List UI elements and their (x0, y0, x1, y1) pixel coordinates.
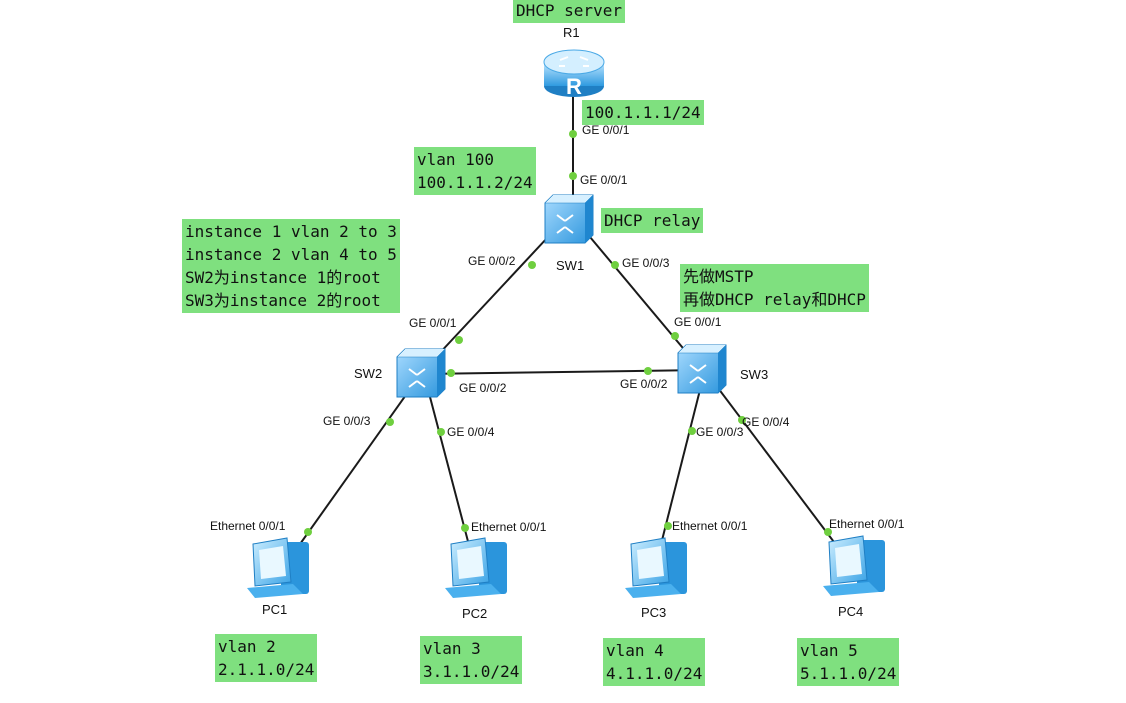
pc-icon[interactable] (247, 537, 309, 598)
port-label: GE 0/0/1 (582, 123, 630, 137)
note-text: vlan 5 (800, 641, 858, 660)
port-dot (824, 528, 832, 536)
note-text: SW2为instance 1的root (185, 268, 381, 287)
note-mstp-config: instance 1 vlan 2 to 3 instance 2 vlan 4… (182, 219, 400, 313)
port-label: GE 0/0/1 (409, 316, 457, 330)
note-dhcp-relay: DHCP relay (601, 208, 704, 233)
note-text: 2.1.1.0/24 (218, 660, 315, 679)
device-name-r1: R1 (563, 25, 580, 40)
svg-text:R: R (566, 74, 582, 99)
note-pc2-vlan: vlan 3 3.1.1.0/24 (420, 636, 523, 684)
link-sw2-sw3 (421, 369, 704, 375)
note-text: 4.1.1.0/24 (606, 664, 703, 683)
note-pc4-vlan: vlan 5 5.1.1.0/24 (797, 638, 900, 686)
port-label: Ethernet 0/0/1 (471, 520, 547, 534)
port-dot (528, 261, 536, 269)
note-text: vlan 100 (417, 150, 495, 169)
note-text: 3.1.1.0/24 (423, 662, 520, 681)
note-text: instance 2 vlan 4 to 5 (185, 245, 397, 264)
port-label: GE 0/0/2 (620, 377, 668, 391)
port-label: GE 0/0/4 (742, 415, 790, 429)
port-label: GE 0/0/3 (622, 256, 670, 270)
port-label: Ethernet 0/0/1 (829, 517, 905, 531)
port-label: GE 0/0/2 (459, 381, 507, 395)
port-label: GE 0/0/4 (447, 425, 495, 439)
note-text: 100.1.1.2/24 (417, 173, 533, 192)
port-dot (386, 418, 394, 426)
link-sw2-pc2 (424, 377, 476, 569)
note-text: instance 1 vlan 2 to 3 (185, 222, 397, 241)
device-name-pc1: PC1 (262, 602, 287, 617)
device-name-pc2: PC2 (462, 606, 487, 621)
note-text: 再做DHCP relay和DHCP (683, 290, 866, 309)
note-pc3-vlan: vlan 4 4.1.1.0/24 (603, 638, 706, 686)
port-label: Ethernet 0/0/1 (672, 519, 748, 533)
device-name-pc3: PC3 (641, 605, 666, 620)
device-name-sw3: SW3 (740, 367, 768, 382)
note-text: vlan 3 (423, 639, 481, 658)
note-pc1-vlan: vlan 2 2.1.1.0/24 (215, 634, 318, 682)
port-label: GE 0/0/3 (696, 425, 744, 439)
note-text: 先做MSTP (683, 267, 754, 286)
note-text: DHCP relay (604, 211, 701, 230)
device-name-pc4: PC4 (838, 604, 863, 619)
port-dot (461, 524, 469, 532)
port-dot (447, 369, 455, 377)
port-dot (304, 528, 312, 536)
port-dot (644, 367, 652, 375)
port-dot (738, 416, 746, 424)
note-text: DHCP server (516, 1, 622, 20)
switch-icon[interactable] (544, 194, 594, 244)
link-sw3-pc3 (654, 377, 704, 569)
port-label: GE 0/0/2 (468, 254, 516, 268)
port-dot (664, 522, 672, 530)
note-r1-ip: 100.1.1.1/24 (582, 100, 704, 125)
link-sw2-pc1 (282, 377, 419, 569)
port-dot (671, 332, 679, 340)
pc-icon[interactable] (445, 537, 507, 598)
port-dot (611, 261, 619, 269)
port-dot (455, 336, 463, 344)
pc-icon[interactable] (625, 537, 687, 598)
port-dot (437, 428, 445, 436)
note-todo: 先做MSTP 再做DHCP relay和DHCP (680, 264, 869, 312)
port-label: Ethernet 0/0/1 (210, 519, 286, 533)
note-text: SW3为instance 2的root (185, 291, 381, 310)
link-sw3-pc4 (711, 379, 853, 567)
port-label: GE 0/0/3 (323, 414, 371, 428)
switch-icon[interactable] (396, 348, 446, 398)
note-text: 5.1.1.0/24 (800, 664, 897, 683)
note-sw1-vlan: vlan 100 100.1.1.2/24 (414, 147, 536, 195)
note-dhcp-server: DHCP server (513, 0, 625, 23)
port-label: GE 0/0/1 (580, 173, 628, 187)
port-dot (688, 427, 696, 435)
note-text: vlan 4 (606, 641, 664, 660)
switch-icon[interactable] (677, 344, 727, 394)
port-dot (569, 130, 577, 138)
device-name-sw2: SW2 (354, 366, 382, 381)
note-text: 100.1.1.1/24 (585, 103, 701, 122)
pc-icon[interactable] (823, 535, 885, 596)
device-name-sw1: SW1 (556, 258, 584, 273)
port-dot (569, 172, 577, 180)
router-icon[interactable]: R (543, 49, 605, 99)
port-label: GE 0/0/1 (674, 315, 722, 329)
note-text: vlan 2 (218, 637, 276, 656)
